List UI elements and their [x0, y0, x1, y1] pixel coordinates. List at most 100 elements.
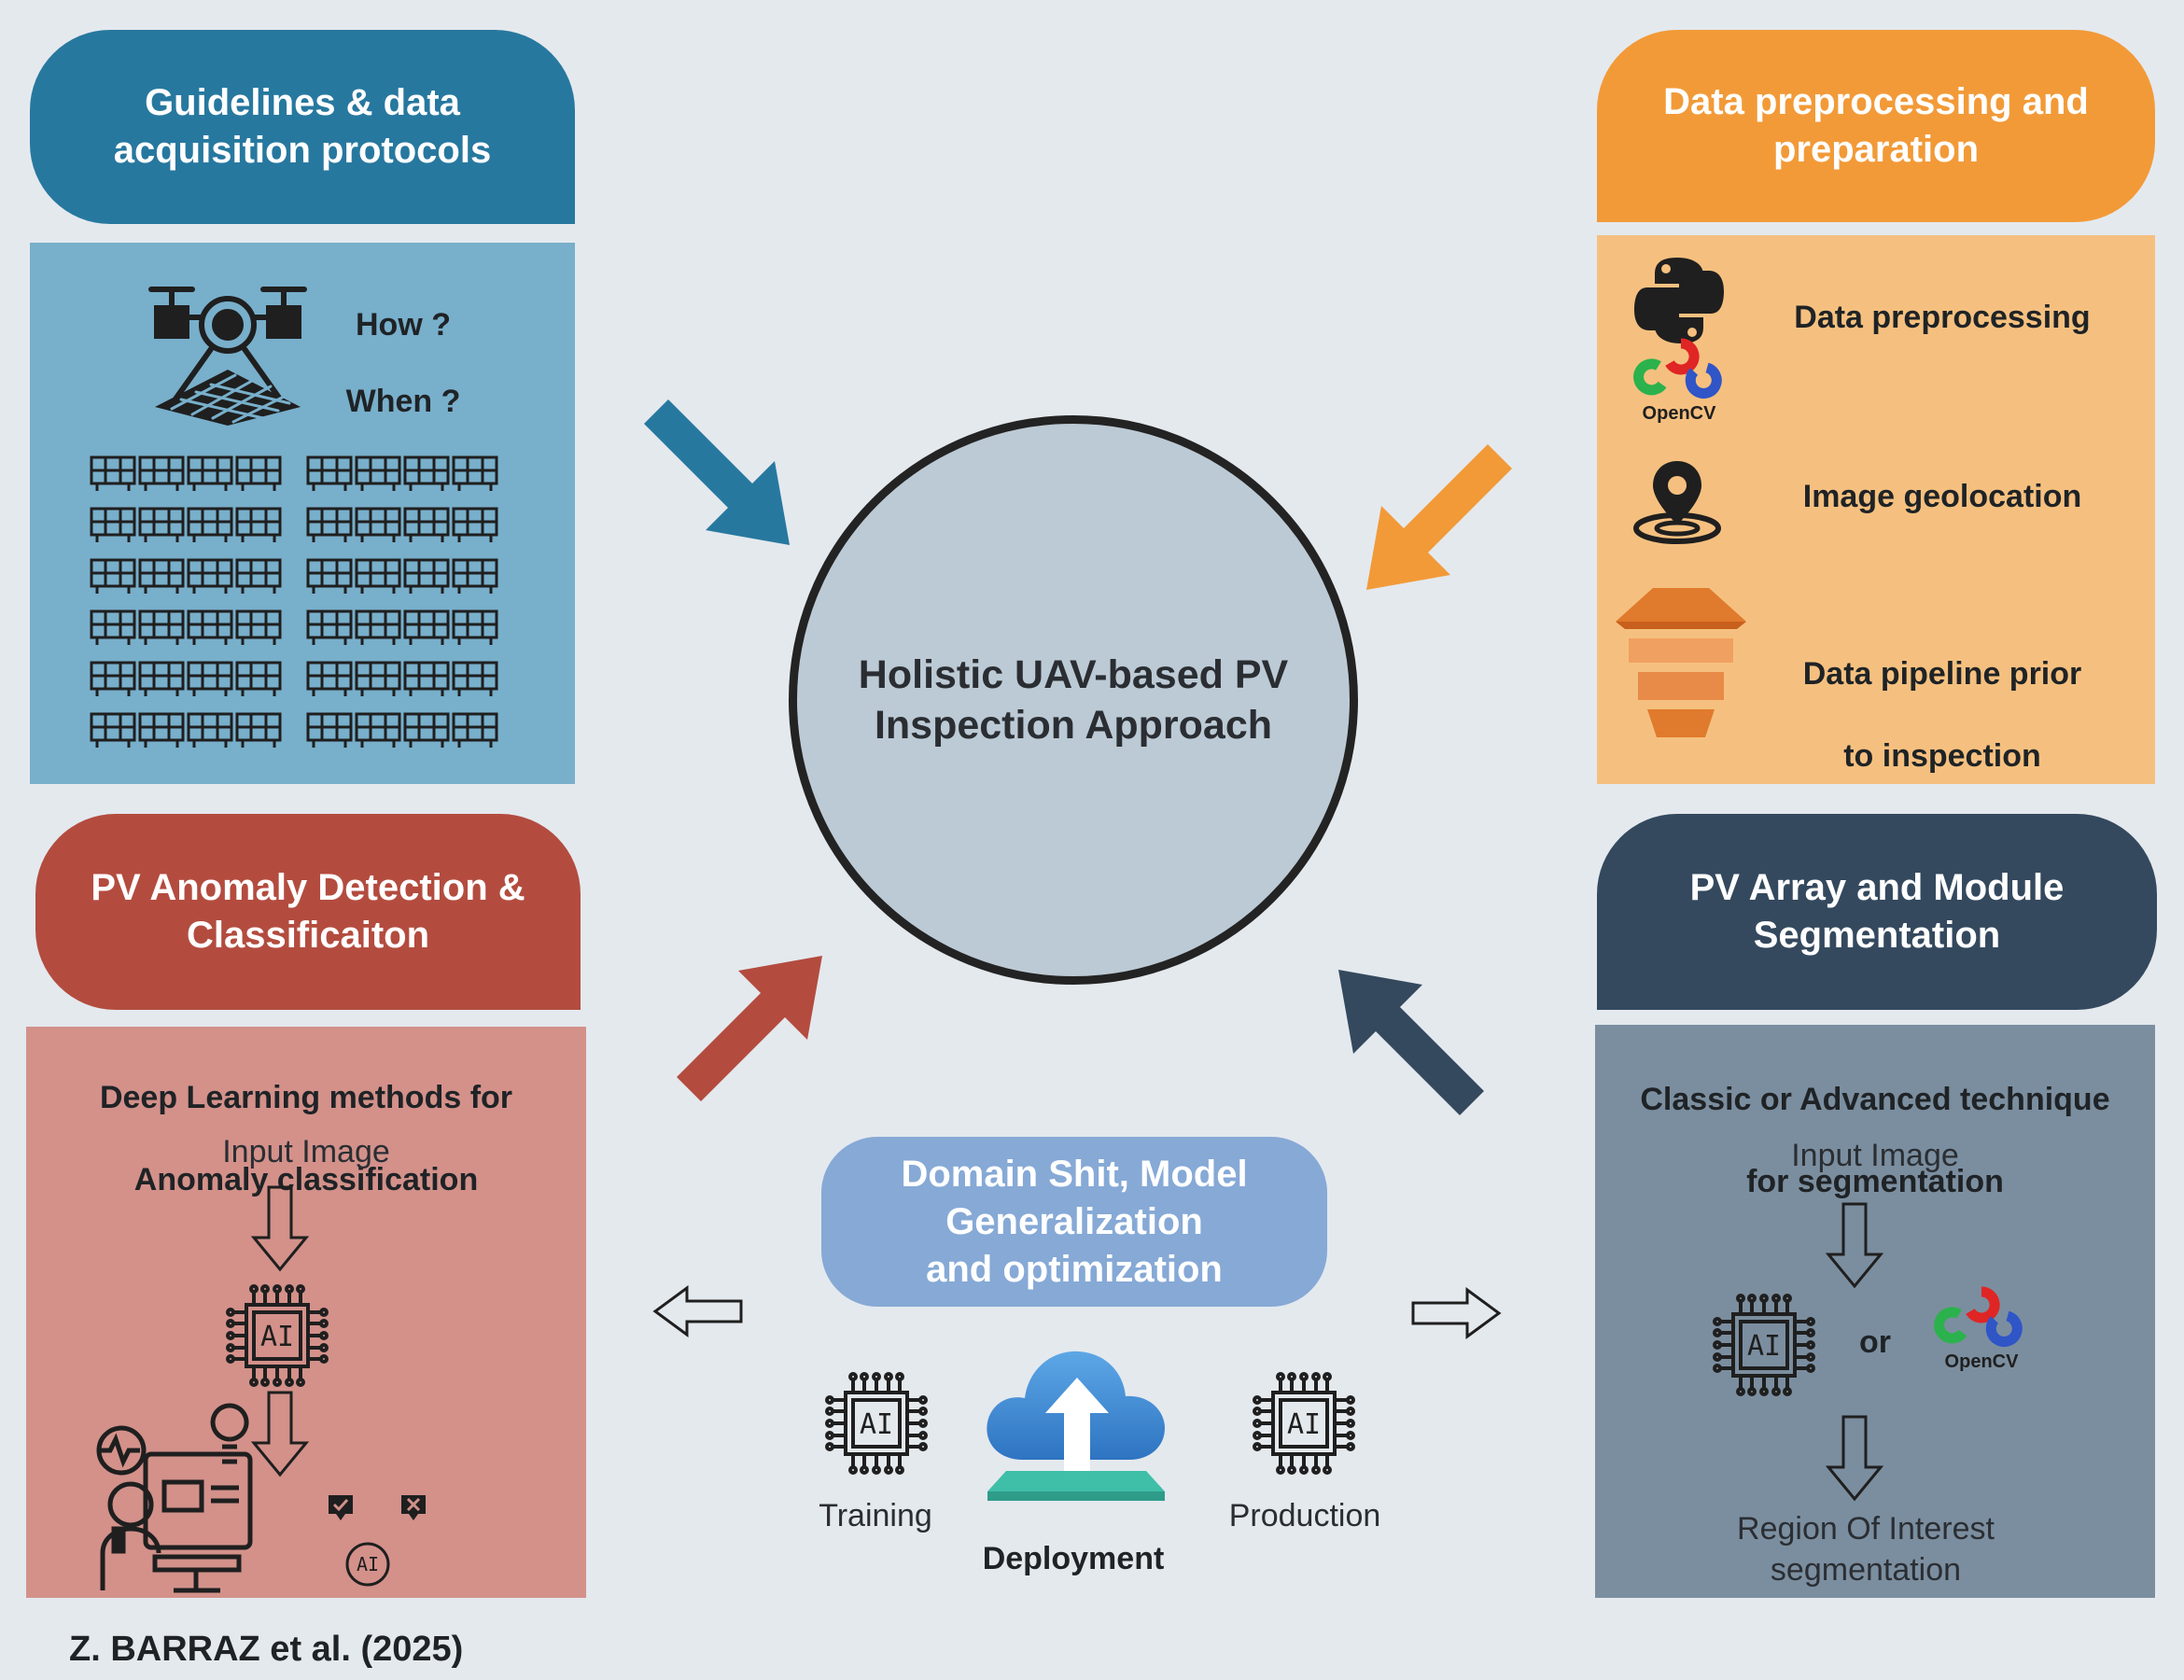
location-pin-icon — [1633, 461, 1721, 544]
question-how: How ? — [356, 307, 451, 343]
label-production: Production — [1228, 1498, 1381, 1533]
segmentation-title-line1: PV Array and Module — [1689, 867, 2065, 908]
segmentation-output-line2: segmentation — [1770, 1552, 1962, 1588]
segmentation-output: Region Of Interest segmentation — [1670, 1508, 2062, 1590]
anomaly-input-label: Input Image — [222, 1134, 390, 1169]
solar-panel — [138, 507, 185, 542]
cloud-upload-icon — [987, 1351, 1165, 1501]
anomaly-header: PV Anomaly Detection & Classificaiton — [35, 814, 581, 1010]
solar-panel — [187, 661, 233, 696]
solar-panel-icon — [90, 455, 498, 748]
opencv-label: OpenCV — [1642, 403, 1716, 424]
pipeline-icon — [1616, 588, 1746, 737]
solar-panel — [355, 507, 401, 542]
solar-panel — [138, 712, 185, 748]
segmentation-header: PV Array and Module Segmentation — [1597, 814, 2157, 1010]
segmentation-subtitle-line1: Classic or Advanced technique — [1640, 1082, 2110, 1117]
ai-chip-icon: AI — [1713, 1294, 1815, 1396]
solar-panel — [235, 455, 282, 491]
arrow-down-icon — [250, 1391, 310, 1477]
arrow-preprocessing-to-center — [1366, 444, 1512, 590]
solar-panel — [90, 609, 136, 645]
solar-panel — [235, 712, 282, 748]
item-image-geolocation: Image geolocation — [1802, 479, 2082, 514]
segmentation-subtitle-line2: for segmentation — [1746, 1164, 2004, 1199]
solar-panel — [306, 661, 353, 696]
opencv-icon — [1633, 338, 1722, 399]
solar-panel — [306, 712, 353, 748]
ai-chat-label: AI — [356, 1553, 380, 1575]
solar-panel — [403, 507, 450, 542]
guidelines-title-line2: acquisition protocols — [113, 130, 492, 171]
preprocessing-title-line2: preparation — [1772, 129, 1980, 170]
arrow-left-outline-icon — [652, 1285, 743, 1337]
label-deployment: Deployment — [982, 1541, 1165, 1576]
solar-panel — [187, 609, 233, 645]
solar-panel — [306, 507, 353, 542]
ai-chip-icon: AI — [825, 1372, 928, 1475]
solar-panel — [90, 507, 136, 542]
solar-panel — [306, 455, 353, 491]
doctor-monitor-icon — [96, 1403, 253, 1593]
center-title-line2: Inspection Approach — [874, 703, 1273, 748]
solar-panel — [452, 712, 498, 748]
solar-panel — [306, 609, 353, 645]
solar-panel — [138, 558, 185, 594]
svg-text:AI: AI — [1287, 1408, 1321, 1441]
svg-text:AI: AI — [260, 1321, 294, 1353]
solar-panel — [235, 507, 282, 542]
pipeline-line2: to inspection — [1843, 738, 2041, 774]
arrow-down-icon — [250, 1185, 310, 1272]
arrow-right-outline-icon — [1411, 1287, 1502, 1339]
solar-panel — [138, 455, 185, 491]
preprocessing-header: Data preprocessing and preparation — [1597, 30, 2155, 222]
anomaly-panel: Deep Learning methods for Anomaly classi… — [26, 1027, 586, 1598]
solar-panel — [403, 712, 450, 748]
segmentation-title-line2: Segmentation — [1753, 915, 2001, 956]
solar-panel — [452, 661, 498, 696]
segmentation-subtitle: Classic or Advanced technique for segmen… — [1595, 1038, 2155, 1202]
item-data-preprocessing: Data preprocessing — [1794, 300, 2091, 335]
opencv-icon — [1934, 1286, 2023, 1347]
python-icon — [1634, 258, 1724, 343]
solar-panel — [355, 661, 401, 696]
solar-panel — [452, 609, 498, 645]
center-title-line1: Holistic UAV-based PV — [858, 652, 1289, 697]
segmentation-input-label: Input Image — [1791, 1138, 1959, 1173]
solar-panel — [452, 558, 498, 594]
solar-panel — [138, 661, 185, 696]
anomaly-title-line1: PV Anomaly Detection & — [91, 867, 525, 908]
question-when: When ? — [345, 384, 461, 419]
segmentation-output-line1: Region Of Interest — [1737, 1511, 1995, 1547]
arrow-down-icon — [1825, 1202, 1884, 1289]
solar-panel — [355, 712, 401, 748]
solar-panel — [235, 558, 282, 594]
central-circle: Holistic UAV-based PV Inspection Approac… — [789, 415, 1358, 985]
guidelines-header: Guidelines & data acquisition protocols — [30, 30, 575, 224]
domain-header: Domain Shit, Model Generalization and op… — [821, 1137, 1327, 1307]
domain-title-line1: Domain Shit, Model — [901, 1153, 1248, 1195]
anomaly-subtitle-line2: Anomaly classification — [133, 1162, 479, 1197]
drone-icon — [148, 287, 307, 426]
solar-panel — [90, 558, 136, 594]
item-data-pipeline: Data pipeline prior to inspection — [1746, 612, 2138, 777]
solar-panel — [90, 661, 136, 696]
solar-panel — [403, 661, 450, 696]
anomaly-title-line2: Classificaiton — [186, 915, 430, 956]
ai-chip-icon: AI — [226, 1284, 329, 1387]
solar-panel — [403, 609, 450, 645]
solar-panel — [452, 507, 498, 542]
label-training: Training — [819, 1498, 932, 1533]
anomaly-subtitle: Deep Learning methods for Anomaly classi… — [26, 1036, 586, 1200]
or-label: or — [1859, 1324, 1891, 1360]
arrow-anomaly-to-center — [677, 956, 822, 1101]
ai-chip-icon: AI — [1253, 1372, 1355, 1475]
solar-panel — [235, 609, 282, 645]
domain-title-line2: Generalization — [945, 1200, 1203, 1242]
solar-panel — [235, 661, 282, 696]
opencv-label: OpenCV — [1944, 1351, 2019, 1372]
svg-text:AI: AI — [860, 1408, 893, 1441]
arrow-segmentation-to-center — [1338, 970, 1484, 1115]
guidelines-panel: How ? When ? — [30, 243, 575, 784]
solar-panel — [403, 455, 450, 491]
